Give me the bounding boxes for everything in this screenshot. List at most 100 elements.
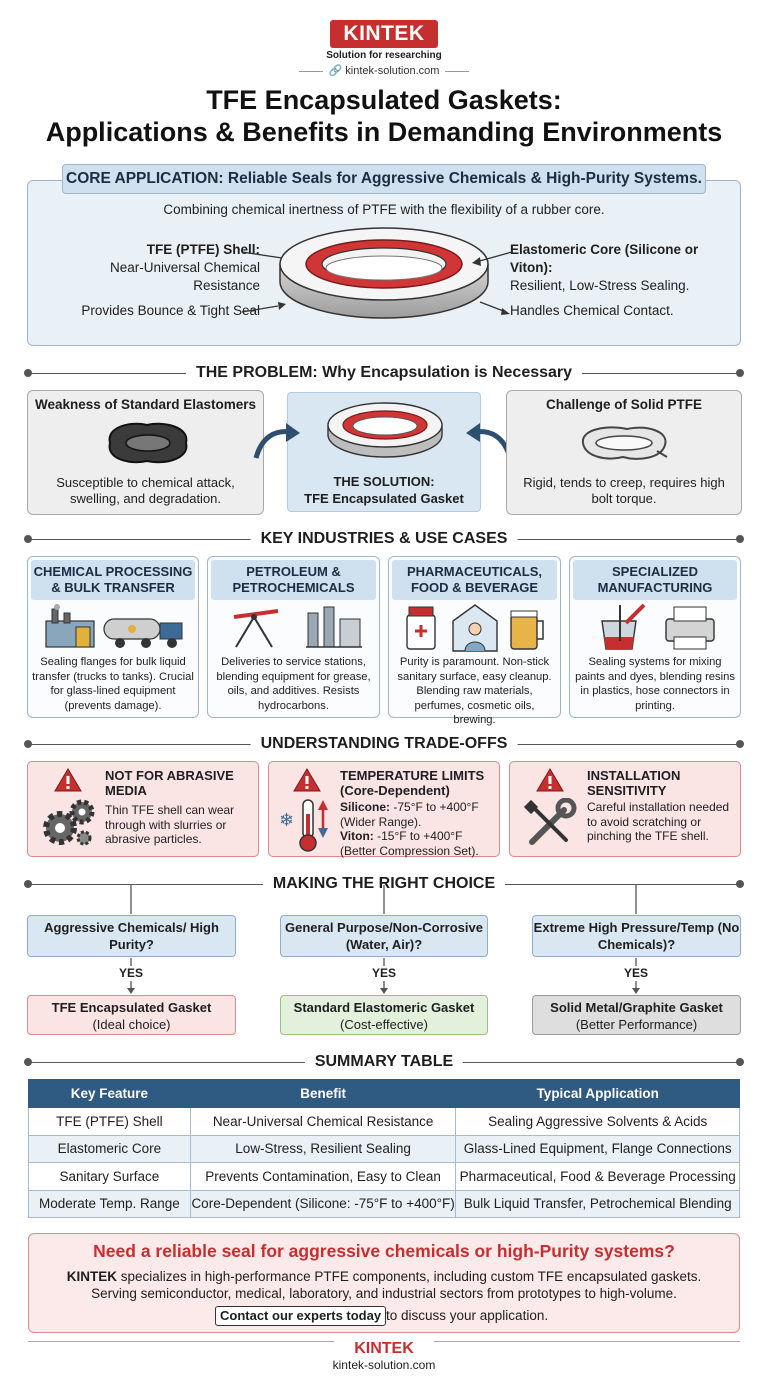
divider-dot xyxy=(24,880,32,888)
callout-arrows-left xyxy=(241,251,286,313)
link-icon: 🔗 xyxy=(328,65,343,77)
deformed-ring-icon xyxy=(581,426,668,460)
cta-after-text: to discuss your application. xyxy=(386,1308,549,1323)
cta-line-1: specializes in high-performance PTFE com… xyxy=(120,1269,702,1284)
cta-line-2: Serving semiconductor, medical, laborato… xyxy=(91,1286,677,1301)
divider-dot xyxy=(736,880,744,888)
title-line-2: Applications & Benefits in Demanding Env… xyxy=(45,117,723,147)
arrow-right-icon xyxy=(253,423,300,459)
solution-text: THE SOLUTION: TFE Encapsulated Gasket xyxy=(292,473,476,507)
table-row: Sanitary Surface Prevents Contamination,… xyxy=(28,1162,740,1191)
solid-ptfe-card: Challenge of Solid PTFE Rigid, tends to … xyxy=(506,390,742,515)
warning-icon xyxy=(293,768,321,792)
tfe-gasket-icon xyxy=(327,402,443,458)
card-title: Weakness of Standard Elastomers xyxy=(34,397,257,412)
card-text: Rigid, tends to creep, requires high bol… xyxy=(523,475,725,506)
card-text: Silicone: -75°F to +400°F (Wider Range).… xyxy=(340,800,498,858)
divider-dot xyxy=(736,369,744,377)
column-header: Benefit xyxy=(189,1079,457,1108)
divider xyxy=(298,70,323,72)
table-cell: Near-Universal Chemical Resistance xyxy=(189,1107,457,1136)
column-header: Key Feature xyxy=(28,1079,191,1108)
installation-sensitivity-card: INSTALLATION SENSITIVITY Careful install… xyxy=(509,761,741,857)
divider-dot xyxy=(24,1058,32,1066)
question-extreme-pressure: Extreme High Pressure/Temp (No Chemicals… xyxy=(532,915,741,957)
yes-label: YES xyxy=(623,966,648,980)
card-text: Thin TFE shell can wear through with slu… xyxy=(105,803,235,846)
divider xyxy=(445,70,470,72)
table-row: TFE (PTFE) Shell Near-Universal Chemical… xyxy=(28,1107,740,1136)
core-subtitle: Combining chemical inertness of PTFE wit… xyxy=(163,202,605,217)
shell-callout-text: Near-Universal Chemical Resistance xyxy=(109,260,260,293)
answer-tfe-gasket: TFE Encapsulated Gasket (Ideal choice) xyxy=(27,995,236,1035)
section-title: THE PROBLEM: Why Encapsulation is Necess… xyxy=(185,363,583,383)
problem-heading: THE PROBLEM: Why Encapsulation is Necess… xyxy=(24,363,744,383)
gasket-illustration xyxy=(279,227,489,319)
bounce-callout: Provides Bounce & Tight Seal xyxy=(81,303,260,318)
divider-dot xyxy=(24,535,32,543)
card-title: NOT FOR ABRASIVE MEDIA xyxy=(105,768,234,798)
question-general-purpose: General Purpose/Non-Corrosive (Water, Ai… xyxy=(280,915,488,957)
answer-note: (Cost-effective) xyxy=(340,1017,428,1032)
divider-dot xyxy=(736,535,744,543)
answer-title: Solid Metal/Graphite Gasket xyxy=(550,1000,723,1015)
contact-experts-button[interactable]: Contact our experts today xyxy=(215,1306,387,1326)
callout-arrows-right xyxy=(472,251,513,315)
solution-label: THE SOLUTION: xyxy=(333,474,435,489)
chemical-contact-callout: Handles Chemical Contact. xyxy=(510,303,674,318)
industry-text: Sealing flanges for bulk liquid transfer… xyxy=(32,656,194,712)
answer-note: (Better Performance) xyxy=(575,1017,698,1032)
table-cell: Elastomeric Core xyxy=(28,1134,191,1163)
choice-connectors xyxy=(130,885,637,914)
page-title: TFE Encapsulated Gaskets: Applications &… xyxy=(20,84,748,148)
viton-label: Viton: xyxy=(340,829,374,843)
industry-text: Purity is paramount. Non-stick sanitary … xyxy=(397,656,552,726)
core-callout-title: Elastomeric Core (Silicone or Viton): xyxy=(510,242,699,275)
answer-title: Standard Elastomeric Gasket xyxy=(293,1000,475,1015)
silicone-label: Silicone: xyxy=(340,800,391,814)
table-cell: Low-Stress, Resilient Sealing xyxy=(189,1134,457,1163)
oil-pump-refinery-icon xyxy=(233,606,362,648)
divider-dot xyxy=(736,1058,744,1066)
section-title: UNDERSTANDING TRADE-OFFS xyxy=(250,734,518,754)
table-cell: Pharmaceutical, Food & Beverage Processi… xyxy=(455,1162,740,1191)
cta-brand: KINTEK xyxy=(66,1269,117,1284)
question-aggressive-chemicals: Aggressive Chemicals/ High Purity? xyxy=(27,915,236,957)
divider-dot xyxy=(736,740,744,748)
summary-table: Key Feature Benefit Typical Application … xyxy=(28,1079,740,1218)
industry-text: Sealing systems for mixing paints and dy… xyxy=(575,656,735,712)
site-link[interactable]: kintek-solution.com xyxy=(345,65,440,77)
table-header-row: Key Feature Benefit Typical Application xyxy=(28,1079,740,1108)
table-cell: TFE (PTFE) Shell xyxy=(28,1107,191,1136)
kintek-logo: KINTEK xyxy=(330,20,438,48)
shell-callout: TFE (PTFE) Shell: Near-Universal Chemica… xyxy=(40,241,260,295)
cta-text: KINTEK specializes in high-performance P… xyxy=(36,1268,732,1302)
yes-arrows xyxy=(127,958,640,994)
footer-logo: KINTEK xyxy=(334,1340,434,1358)
industry-card-petroleum: PETROLEUM & PETROCHEMICALS Deliveries to… xyxy=(207,556,380,718)
divider-dot xyxy=(24,369,32,377)
card-title: TEMPERATURE LIMITS (Core-Dependent) xyxy=(340,768,485,798)
factory-tanker-icon xyxy=(45,604,183,648)
pharma-food-icon xyxy=(406,604,544,652)
abrasive-media-card: NOT FOR ABRASIVE MEDIA Thin TFE shell ca… xyxy=(27,761,259,857)
yes-label: YES xyxy=(118,966,143,980)
solution-card: THE SOLUTION: TFE Encapsulated Gasket xyxy=(287,392,481,512)
section-title: KEY INDUSTRIES & USE CASES xyxy=(250,529,518,549)
column-header: Typical Application xyxy=(455,1079,740,1108)
choice-heading: MAKING THE RIGHT CHOICE xyxy=(24,874,744,894)
industry-card-pharma: PHARMACEUTICALS, FOOD & BEVERAGE Purity … xyxy=(388,556,561,726)
temperature-limits-card: ❄ TEMPERATURE LIMITS (Core-Dependent) Si… xyxy=(268,761,500,858)
table-cell: Glass-Lined Equipment, Flange Connection… xyxy=(455,1134,740,1163)
logo-tagline: Solution for researching xyxy=(326,50,442,61)
core-callout: Elastomeric Core (Silicone or Viton): Re… xyxy=(510,241,740,295)
card-title: Challenge of Solid PTFE xyxy=(545,397,702,412)
industry-title: SPECIALIZED MANUFACTURING xyxy=(573,560,737,600)
table-cell: Bulk Liquid Transfer, Petrochemical Blen… xyxy=(455,1189,740,1218)
industries-heading: KEY INDUSTRIES & USE CASES xyxy=(24,529,744,549)
footer-site-link[interactable]: kintek-solution.com xyxy=(332,1358,436,1372)
cta-heading: Need a reliable seal for aggressive chem… xyxy=(93,1241,675,1261)
card-text: Susceptible to chemical attack, swelling… xyxy=(56,475,235,506)
answer-elastomeric-gasket: Standard Elastomeric Gasket (Cost-effect… xyxy=(280,995,488,1035)
gears-icon xyxy=(43,799,95,846)
